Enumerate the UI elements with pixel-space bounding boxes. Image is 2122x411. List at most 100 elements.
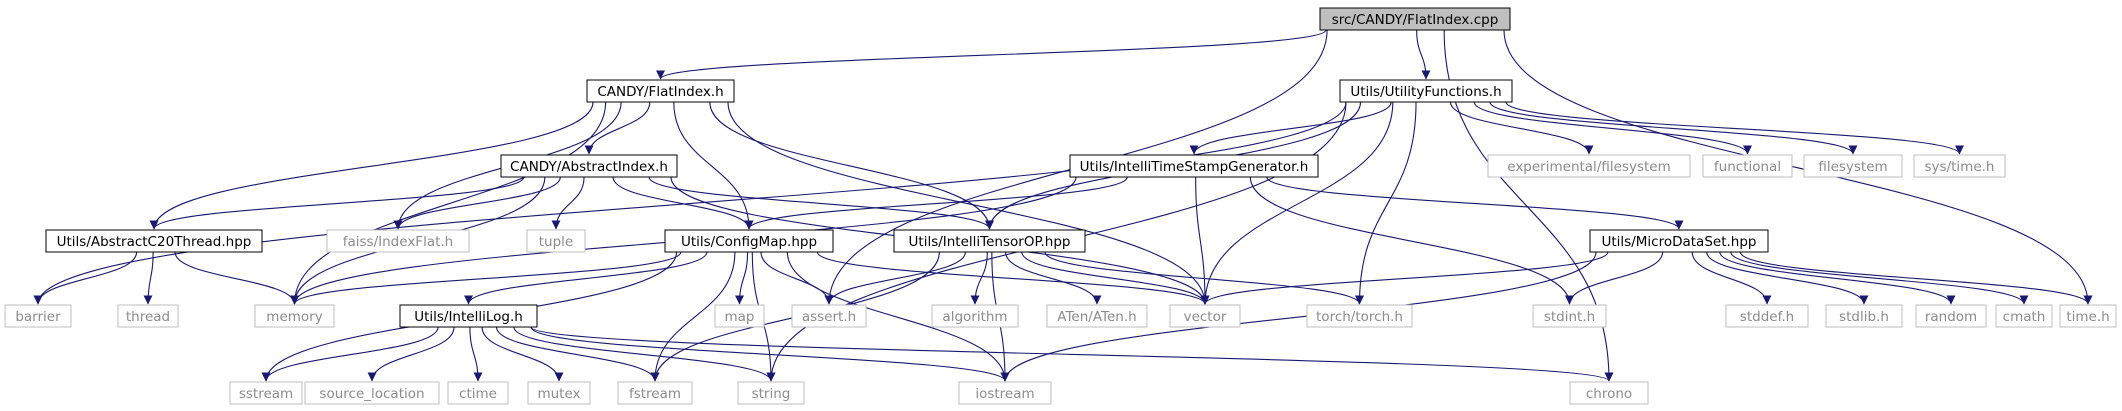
node-label: functional	[1714, 159, 1781, 175]
edge-microdataset_hpp-to-stdint	[1565, 251, 1664, 305]
edge-root-to-timeh	[1503, 29, 2093, 305]
node-label: CANDY/FlatIndex.h	[597, 84, 723, 100]
edge-microdataset_hpp-to-stddef	[1691, 251, 1772, 305]
node-timestamp-h[interactable]: Utils/IntelliTimeStampGenerator.h	[1069, 154, 1319, 178]
node-label: algorithm	[942, 309, 1007, 325]
node-label: string	[752, 386, 791, 402]
edge-abstractindex_h-to-configmap_hpp	[612, 176, 754, 230]
edge-intellilog_h-to-source_location	[367, 326, 455, 382]
node-box	[229, 381, 303, 405]
node-label: fstream	[629, 386, 681, 402]
edge-tensorop_hpp-to-aten	[1005, 251, 1102, 305]
edge-intellilog_h-to-chrono	[530, 326, 1614, 382]
edge-flatindex_h-to-configmap_hpp	[673, 101, 754, 230]
node-label: sys/time.h	[1925, 159, 1995, 175]
nodes-layer: src/CANDY/FlatIndex.cppCANDY/FlatIndex.h…	[4, 7, 2117, 405]
node-fstream: fstream	[617, 381, 693, 405]
edge-timestamp_h-to-vector	[1195, 176, 1210, 305]
node-box	[737, 381, 805, 405]
edge-intellilog_h-to-ctime	[469, 326, 483, 382]
edge-utility_h-to-filesystem	[1489, 101, 1858, 155]
edge-utility_h-to-torch	[1355, 101, 1417, 305]
node-flatindex-h[interactable]: CANDY/FlatIndex.h	[586, 79, 735, 103]
edge-utility_h-to-exp_fs	[1449, 101, 1594, 155]
node-label: experimental/filesystem	[1507, 159, 1670, 175]
node-box	[1825, 304, 1903, 328]
node-label: chrono	[1586, 386, 1632, 402]
node-torch: torch/torch.h	[1306, 304, 1413, 328]
node-abstractindex-h[interactable]: CANDY/AbstractIndex.h	[500, 154, 678, 178]
node-box	[500, 154, 678, 178]
node-faiss: faiss/IndexFlat.h	[326, 229, 470, 253]
node-label: sstream	[239, 386, 293, 402]
node-box	[117, 304, 179, 328]
node-tensorop-hpp[interactable]: Utils/IntelliTensorOP.hpp	[893, 229, 1086, 253]
node-ctime: ctime	[447, 381, 509, 405]
edge-tensorop_hpp-to-assert	[824, 251, 966, 305]
node-box	[893, 229, 1086, 253]
node-label: ctime	[459, 386, 497, 402]
node-vector: vector	[1169, 304, 1241, 328]
node-box	[1725, 304, 1809, 328]
edge-tensorop_hpp-to-algorithm	[970, 251, 988, 305]
node-label: faiss/IndexFlat.h	[343, 234, 454, 250]
edge-configmap_hpp-to-map	[735, 251, 749, 305]
node-stdint: stdint.h	[1532, 304, 1607, 328]
edge-utility_h-to-systime	[1505, 101, 1964, 155]
edge-tensorop_hpp-to-torch	[1044, 251, 1364, 305]
node-box	[254, 304, 335, 328]
node-label: stdint.h	[1544, 309, 1595, 325]
node-stddef: stddef.h	[1725, 304, 1809, 328]
node-box	[526, 229, 586, 253]
node-c20thread-hpp[interactable]: Utils/AbstractC20Thread.hpp	[45, 229, 263, 253]
edge-intellilog_h-to-string	[513, 326, 776, 382]
node-mutex: mutex	[527, 381, 591, 405]
node-box	[527, 381, 591, 405]
edge-microdataset_hpp-to-random	[1719, 251, 1956, 305]
edge-intellilog_h-to-iostream	[530, 326, 1010, 382]
node-box	[1487, 154, 1691, 178]
edge-utility_h-to-barrier	[33, 101, 1347, 305]
node-root[interactable]: src/CANDY/FlatIndex.cpp	[1319, 7, 1511, 31]
node-label: assert.h	[802, 309, 856, 325]
node-map: map	[714, 304, 765, 328]
node-box	[617, 381, 693, 405]
node-label: cmath	[2003, 309, 2046, 325]
node-iostream: iostream	[958, 381, 1052, 405]
node-sstream: sstream	[229, 381, 303, 405]
node-label: time.h	[2066, 309, 2109, 325]
edge-configmap_hpp-to-intellilog_h	[464, 251, 708, 305]
node-aten: ATen/ATen.h	[1046, 304, 1148, 328]
node-filesystem: filesystem	[1803, 154, 1903, 178]
node-label: Utils/IntelliLog.h	[414, 309, 523, 325]
node-label: barrier	[15, 309, 61, 325]
node-timeh: time.h	[2059, 304, 2117, 328]
node-box	[1995, 304, 2053, 328]
node-box	[399, 304, 538, 328]
node-utility-h[interactable]: Utils/UtilityFunctions.h	[1339, 79, 1513, 103]
node-box	[1306, 304, 1413, 328]
edge-configmap_hpp-to-memory	[290, 251, 682, 305]
node-box	[45, 229, 263, 253]
node-microdataset-hpp[interactable]: Utils/MicroDataSet.hpp	[1589, 229, 1769, 253]
edge-abstractindex_h-to-tuple	[551, 176, 585, 230]
node-box	[714, 304, 765, 328]
node-box	[1915, 304, 1987, 328]
node-configmap-hpp[interactable]: Utils/ConfigMap.hpp	[664, 229, 834, 253]
node-box	[4, 304, 72, 328]
node-intellilog-h[interactable]: Utils/IntelliLog.h	[399, 304, 538, 328]
node-box	[1569, 381, 1649, 405]
node-box	[664, 229, 834, 253]
node-box	[304, 381, 440, 405]
node-systime: sys/time.h	[1913, 154, 2006, 178]
node-barrier: barrier	[4, 304, 72, 328]
node-thread: thread	[117, 304, 179, 328]
node-random: random	[1915, 304, 1987, 328]
node-label: vector	[1184, 309, 1227, 325]
node-box	[2059, 304, 2117, 328]
node-label: Utils/IntelliTensorOP.hpp	[909, 234, 1071, 250]
node-assert: assert.h	[791, 304, 867, 328]
node-label: map	[725, 309, 755, 325]
node-label: CANDY/AbstractIndex.h	[510, 159, 668, 175]
